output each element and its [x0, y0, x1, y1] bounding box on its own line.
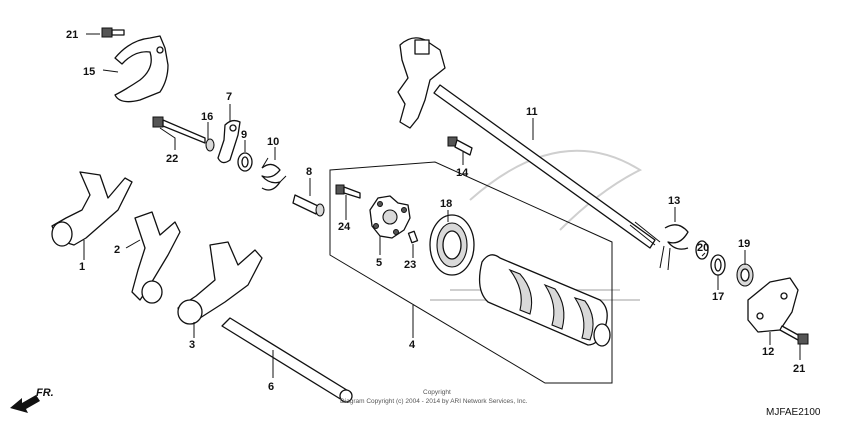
return-spring-part[interactable] — [659, 224, 689, 271]
collar-part[interactable] — [237, 152, 253, 172]
dowel-pin-part[interactable] — [407, 230, 419, 244]
callout-17: 17 — [712, 291, 724, 303]
callout-23: 23 — [404, 259, 416, 271]
callout-12: 12 — [762, 346, 774, 358]
front-arrow: FR. — [10, 387, 54, 413]
stud-bolt-part[interactable] — [447, 136, 473, 156]
callout-14: 14 — [456, 167, 469, 179]
copyright-line-1: Copyright — [423, 389, 451, 396]
callout-21a: 21 — [66, 29, 78, 41]
oil-seal-part[interactable] — [736, 263, 754, 287]
bolt-part[interactable] — [101, 27, 125, 38]
callout-24: 24 — [338, 221, 351, 233]
circlip-part[interactable] — [695, 240, 709, 260]
leader-lines — [83, 33, 801, 378]
callout-1: 1 — [79, 261, 85, 273]
callout-21b: 21 — [793, 363, 805, 375]
shift-shaft-part[interactable] — [397, 37, 661, 249]
callout-19: 19 — [738, 238, 750, 250]
shift-fork-part-2[interactable] — [131, 211, 181, 304]
callout-22: 22 — [166, 153, 178, 165]
callout-3: 3 — [189, 339, 195, 351]
callout-labels: 21 15 22 16 7 9 10 8 24 5 23 18 11 14 13… — [66, 29, 805, 393]
washer-part[interactable] — [205, 138, 215, 152]
shift-fork-part[interactable] — [51, 171, 133, 247]
bolt-part-2[interactable] — [779, 325, 809, 345]
callout-8: 8 — [306, 166, 312, 178]
shift-drum-part[interactable] — [478, 254, 611, 347]
bracket-part[interactable] — [114, 35, 169, 103]
callout-10: 10 — [267, 136, 279, 148]
circlip-small-part[interactable] — [710, 254, 726, 276]
callout-9: 9 — [241, 129, 247, 141]
callout-13: 13 — [668, 195, 680, 207]
plate-part[interactable] — [747, 277, 799, 333]
callout-2: 2 — [114, 244, 120, 256]
fork-shaft-part[interactable] — [221, 317, 353, 403]
assembly-outline — [329, 161, 613, 384]
callout-20: 20 — [697, 242, 709, 254]
long-bolt-part[interactable] — [152, 116, 206, 144]
callout-7: 7 — [226, 91, 232, 103]
pin-part[interactable] — [292, 194, 325, 217]
spring-part[interactable] — [261, 157, 287, 191]
diagram-code: MJFAE2100 — [766, 407, 821, 418]
shift-fork-part-3[interactable] — [177, 241, 263, 325]
stopper-arm-part[interactable] — [217, 119, 241, 164]
callout-11: 11 — [526, 106, 538, 118]
direction-label: FR. — [36, 387, 54, 399]
callout-18: 18 — [440, 198, 452, 210]
callout-16: 16 — [201, 111, 213, 123]
drum-center-part[interactable] — [369, 195, 411, 239]
callout-6: 6 — [268, 381, 274, 393]
copyright-line-2: Diagram Copyright (c) 2004 - 2014 by ARI… — [340, 398, 528, 405]
callout-5: 5 — [376, 257, 382, 269]
bearing-part[interactable] — [429, 214, 475, 276]
callout-15: 15 — [83, 66, 95, 78]
drum-bolt-part[interactable] — [335, 184, 361, 199]
callout-4: 4 — [409, 339, 416, 351]
